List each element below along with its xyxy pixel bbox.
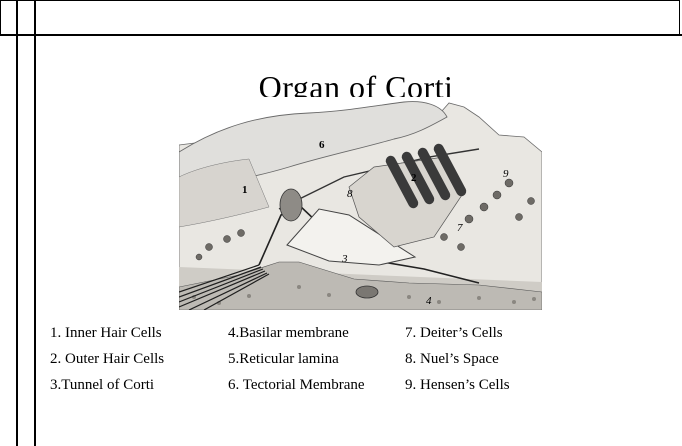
- inner-hair-cell: [280, 189, 302, 221]
- legend-item: 3.Tunnel of Corti: [50, 372, 164, 398]
- top-rule: [0, 34, 682, 36]
- label-8: 8: [347, 188, 353, 200]
- legend-item: 9. Hensen’s Cells: [405, 372, 510, 398]
- legend-item: 5.Reticular lamina: [228, 346, 365, 372]
- spiral-vessel: [356, 286, 378, 298]
- label-7: 7: [457, 222, 463, 234]
- legend-column-1: 1. Inner Hair Cells 2. Outer Hair Cells …: [50, 320, 164, 398]
- legend-item: 8. Nuel’s Space: [405, 346, 510, 372]
- left-rule-inner: [34, 0, 36, 446]
- label-6: 6: [319, 139, 325, 151]
- legend-item: 6. Tectorial Membrane: [228, 372, 365, 398]
- label-3: 3: [341, 253, 348, 265]
- legend-item: 7. Deiter’s Cells: [405, 320, 510, 346]
- legend-item: 1. Inner Hair Cells: [50, 320, 164, 346]
- label-9: 9: [503, 168, 509, 180]
- legend-column-2: 4.Basilar membrane 5.Reticular lamina 6.…: [228, 320, 365, 398]
- legend-item: 2. Outer Hair Cells: [50, 346, 164, 372]
- organ-of-corti-illustration: 1 2 3 4 6 7 8 9: [179, 97, 542, 310]
- legend-column-3: 7. Deiter’s Cells 8. Nuel’s Space 9. Hen…: [405, 320, 510, 398]
- label-4: 4: [426, 295, 432, 307]
- label-1: 1: [242, 184, 248, 196]
- legend-item: 4.Basilar membrane: [228, 320, 365, 346]
- top-frame: [0, 0, 680, 36]
- left-rule-outer: [16, 0, 18, 446]
- label-2: 2: [411, 172, 417, 184]
